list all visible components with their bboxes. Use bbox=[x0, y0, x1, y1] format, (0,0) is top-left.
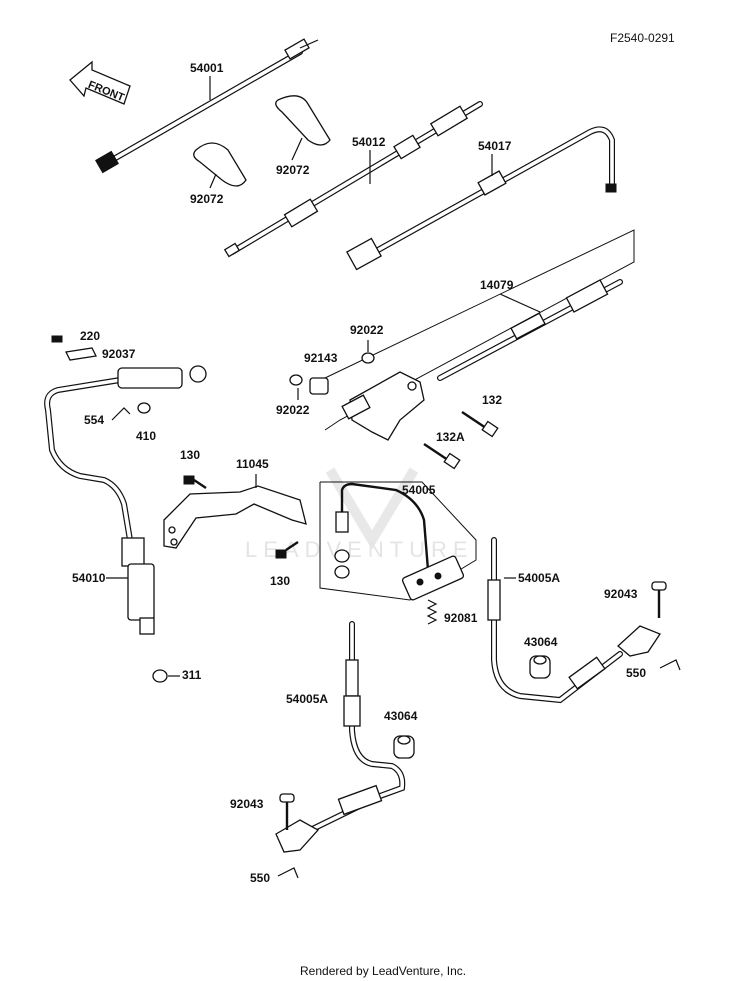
callout-11045: 11045 bbox=[236, 457, 269, 471]
pin-92043-left bbox=[279, 793, 295, 830]
callout-14079: 14079 bbox=[480, 278, 514, 292]
washer-410 bbox=[137, 402, 151, 414]
callout-54005a-right: 54005A bbox=[518, 571, 560, 585]
clip-550-left bbox=[277, 867, 299, 879]
bushing-43064-left bbox=[393, 735, 415, 759]
callout-92072-a: 92072 bbox=[276, 163, 310, 177]
diagram-code: F2540-0291 bbox=[610, 31, 675, 45]
callout-92081: 92081 bbox=[444, 611, 478, 625]
callout-130-a: 130 bbox=[180, 448, 200, 462]
washer-92022-b bbox=[289, 374, 303, 386]
callout-132: 132 bbox=[482, 393, 502, 407]
bolt-130-a bbox=[183, 475, 207, 489]
callout-54001: 54001 bbox=[190, 61, 224, 75]
callout-92022-b: 92022 bbox=[276, 403, 310, 417]
pin-92043-right bbox=[651, 581, 667, 618]
callout-92043-left: 92043 bbox=[230, 797, 264, 811]
part-11045-bracket bbox=[163, 485, 307, 549]
part-54005a-left-cable bbox=[275, 621, 406, 853]
callout-54005: 54005 bbox=[402, 483, 436, 497]
callout-54005a-left: 54005A bbox=[286, 692, 328, 706]
bushing-43064-right bbox=[529, 655, 551, 679]
callout-311: 311 bbox=[182, 668, 202, 682]
part-54010-cable bbox=[44, 365, 207, 635]
clip-92037 bbox=[65, 347, 97, 361]
part-54005a-right-cable bbox=[487, 537, 661, 704]
part-54012-cable bbox=[223, 101, 483, 258]
group-box-54005 bbox=[319, 481, 477, 601]
screw-220 bbox=[51, 335, 63, 343]
part-92072-clamp-a bbox=[275, 95, 331, 161]
callout-220: 220 bbox=[80, 329, 100, 343]
callout-550-left: 550 bbox=[250, 871, 270, 885]
part-54005-cable bbox=[334, 482, 465, 601]
part-54017-cable bbox=[346, 126, 617, 271]
callout-132a: 132A bbox=[436, 430, 465, 444]
callout-130-b: 130 bbox=[270, 574, 290, 588]
callout-43064-right: 43064 bbox=[524, 635, 558, 649]
callout-54010: 54010 bbox=[72, 571, 106, 585]
washer-92022-a bbox=[361, 352, 375, 364]
callout-554: 554 bbox=[84, 413, 104, 427]
callout-92037: 92037 bbox=[102, 347, 136, 361]
bolt-132 bbox=[461, 411, 499, 438]
callout-92022-a: 92022 bbox=[350, 323, 384, 337]
callout-54012: 54012 bbox=[352, 135, 386, 149]
callout-92043-right: 92043 bbox=[604, 587, 638, 601]
clip-550-right bbox=[659, 659, 681, 671]
bolt-130-b bbox=[275, 541, 299, 559]
callout-410: 410 bbox=[136, 429, 156, 443]
bolt-132a bbox=[423, 443, 461, 470]
callout-54017: 54017 bbox=[478, 139, 512, 153]
footer-credit: Rendered by LeadVenture, Inc. bbox=[300, 964, 466, 978]
callout-92143: 92143 bbox=[304, 351, 338, 365]
front-arrow-icon: FRONT bbox=[69, 60, 131, 105]
callout-550-right: 550 bbox=[626, 666, 646, 680]
pin-554 bbox=[111, 407, 131, 421]
part-92072-clamp-b bbox=[193, 142, 247, 189]
callout-92072-b: 92072 bbox=[190, 192, 224, 206]
callout-43064-left: 43064 bbox=[384, 709, 418, 723]
part-14079-cable bbox=[437, 279, 623, 381]
spring-92081 bbox=[426, 599, 438, 625]
nut-311 bbox=[152, 669, 168, 683]
part-14079-bracket bbox=[341, 371, 425, 441]
collar-92143 bbox=[309, 377, 329, 395]
group-box-14079 bbox=[324, 229, 635, 431]
part-54001-cable bbox=[95, 38, 319, 174]
